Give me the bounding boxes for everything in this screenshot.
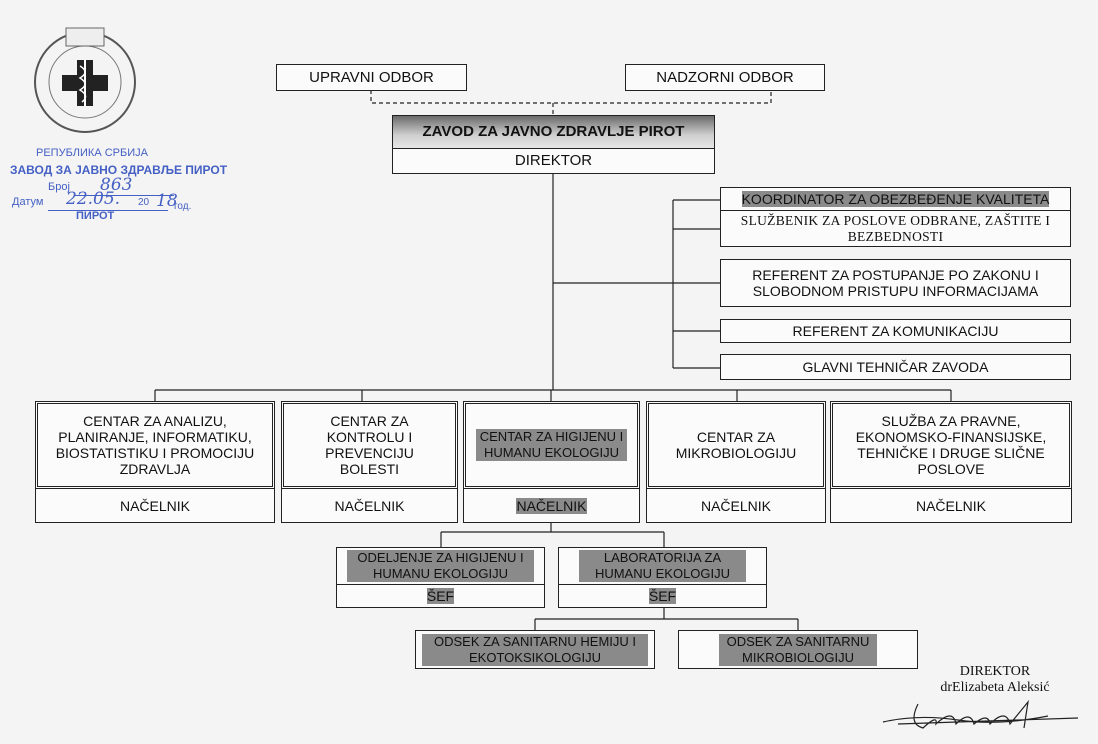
seal-stamp xyxy=(34,27,136,133)
upravni-odbor-box: UPRAVNI ODBOR xyxy=(276,64,467,91)
stamp-republic-text: РЕПУБЛИКА СРБИЈА xyxy=(36,147,148,159)
stamp-year-suffix: год. xyxy=(174,201,192,212)
center-hygiene-box: CENTAR ZA HIGIJENU I HUMANU EKOLOGIJU xyxy=(463,401,640,489)
director-box: DIREKTOR xyxy=(392,148,715,174)
center-microbiology-head: NAČELNIK xyxy=(646,488,826,523)
institute-title-box: ZAVOD ZA JAVNO ZDRAVLJE PIROT xyxy=(392,115,715,149)
staff-chief-technician: GLAVNI TEHNIČAR ZAVODA xyxy=(720,354,1071,380)
signature-title: DIREKTOR xyxy=(959,664,1031,679)
unit-hygiene-department-head: ŠEF xyxy=(336,584,545,608)
stamp-institute-text: ЗАВОД ЗА ЈАВНО ЗДРАВЉЕ ПИРОТ xyxy=(10,163,228,177)
signature-block: DIREKTOR drElizabeta Aleksić xyxy=(925,664,1065,696)
unit-hygiene-department: ODELJENJE ZA HIGIJENU I HUMANU EKOLOGIJU xyxy=(336,547,545,585)
stamp-number-value: 863 xyxy=(100,175,133,195)
service-legal-economic-head: NAČELNIK xyxy=(830,488,1072,523)
stamp-date-value: 22.05. xyxy=(66,189,121,209)
stamp-city-text: ПИРОТ xyxy=(76,210,115,222)
center-analysis-head: NAČELNIK xyxy=(35,488,275,523)
unit-ecology-laboratory-head: ŠEF xyxy=(558,584,767,608)
stamp-number-label: Број xyxy=(48,181,70,193)
center-hygiene-head: NAČELNIK xyxy=(463,488,640,523)
signature-name: drElizabeta Aleksić xyxy=(940,680,1050,695)
center-disease-control-box: CENTAR ZA KONTROLU I PREVENCIJU BOLESTI xyxy=(281,401,458,489)
service-legal-economic-box: SLUŽBA ZA PRAVNE, EKONOMSKO-FINANSIJSKE,… xyxy=(830,401,1072,489)
staff-quality-coordinator: KOORDINATOR ZA OBEZBEĐENJE KVALITETA xyxy=(720,187,1071,211)
center-microbiology-box: CENTAR ZA MIKROBIOLOGIJU xyxy=(646,401,826,489)
nadzorni-odbor-box: NADZORNI ODBOR xyxy=(625,64,825,91)
center-disease-control-head: NAČELNIK xyxy=(281,488,458,523)
staff-information-referent: REFERENT ZA POSTUPANJE PO ZAKONU I SLOBO… xyxy=(720,259,1071,307)
staff-defense-officer: SLUŽBENIK ZA POSLOVE ODBRANE, ZAŠTITE I … xyxy=(720,210,1071,247)
medical-cross-snake-icon xyxy=(62,60,108,106)
unit-ecology-laboratory: LABORATORIJA ZA HUMANU EKOLOGIJU xyxy=(558,547,767,585)
section-sanitary-microbiology: ODSEK ZA SANITARNU MIKROBIOLOGIJU xyxy=(678,630,918,669)
handwritten-signature xyxy=(882,699,1079,729)
stamp-date-label: Датум xyxy=(12,196,44,208)
stamp-year-value: 18 xyxy=(156,191,178,211)
stamp-year-prefix: 20 xyxy=(138,197,150,208)
section-sanitary-chemistry: ODSEK ZA SANITARNU HEMIJU I EKOTOKSIKOLO… xyxy=(415,630,655,669)
center-analysis-box: CENTAR ZA ANALIZU, PLANIRANJE, INFORMATI… xyxy=(35,401,275,489)
staff-communication-referent: REFERENT ZA KOMUNIKACIJU xyxy=(720,319,1071,343)
